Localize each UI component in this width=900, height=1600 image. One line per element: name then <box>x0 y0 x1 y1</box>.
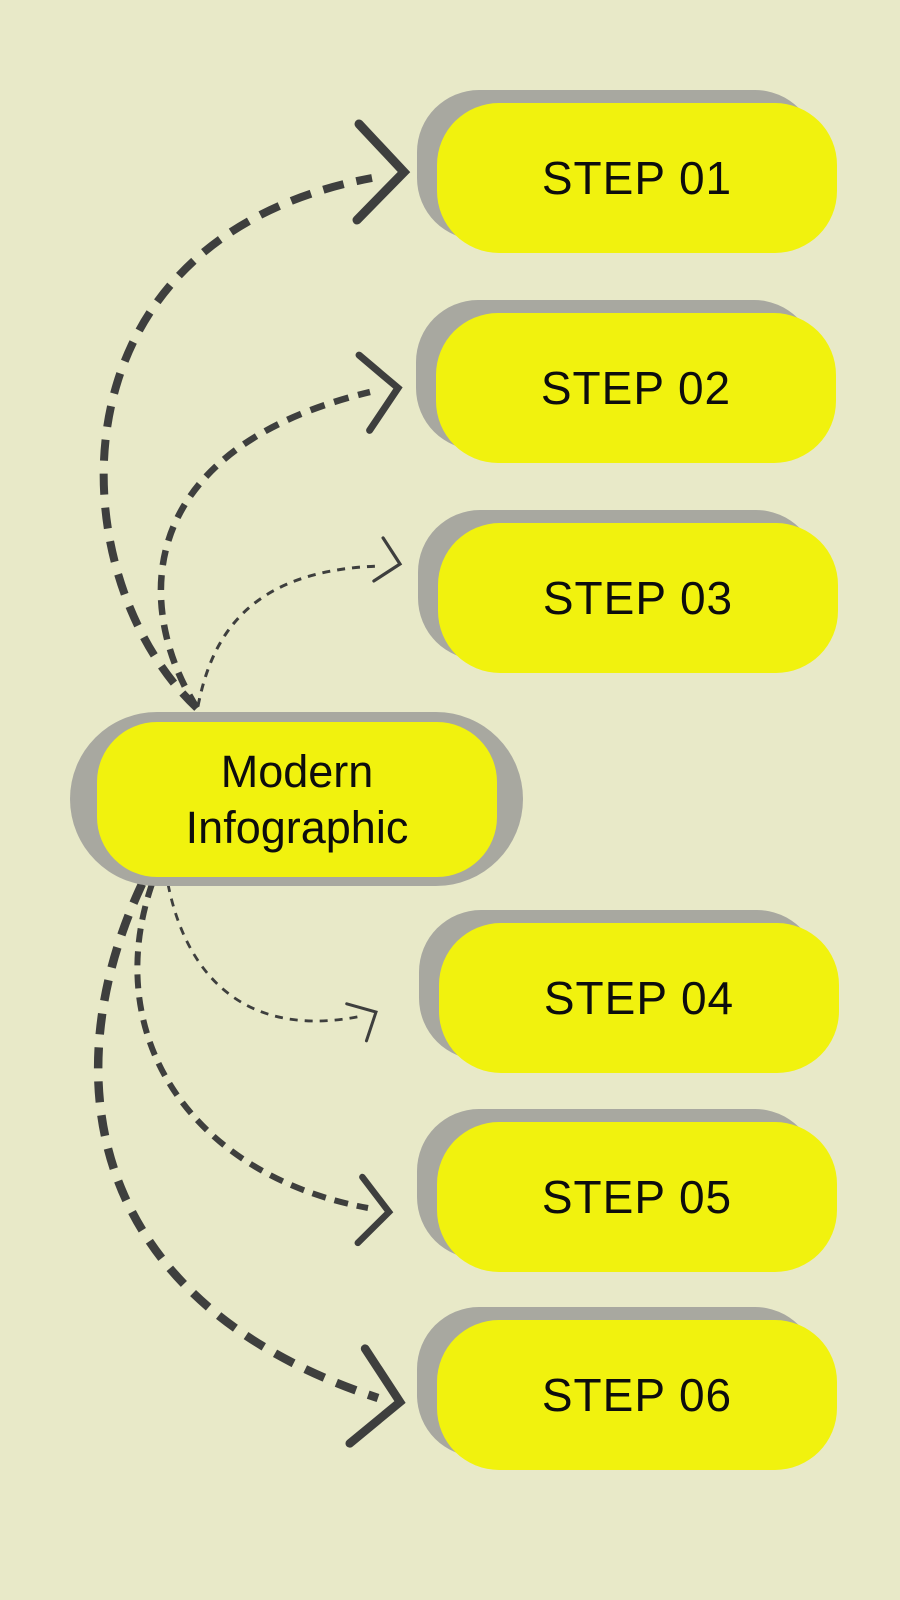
step-04-pill: STEP 04 <box>419 910 839 1073</box>
step-03-label: STEP 03 <box>542 572 734 624</box>
arrow-to-step-04 <box>166 883 378 1043</box>
arrow-to-step-05 <box>134 883 394 1247</box>
arrow-to-step-01 <box>99 119 411 711</box>
arrowhead-step-06 <box>345 1344 406 1448</box>
arrow-to-step-02 <box>157 351 403 710</box>
step-04-face: STEP 04 <box>439 923 839 1073</box>
arrow-to-step-03 <box>196 536 403 707</box>
arrow-to-step-06 <box>93 882 406 1448</box>
step-05-pill: STEP 05 <box>417 1109 837 1272</box>
arrowhead-step-01 <box>352 119 411 225</box>
step-05-face: STEP 05 <box>437 1122 837 1272</box>
step-01-pill: STEP 01 <box>417 90 837 253</box>
center-title-line2: Infographic <box>185 801 409 853</box>
center-node: Modern Infographic <box>70 712 523 886</box>
step-04-label: STEP 04 <box>543 972 735 1024</box>
arrowhead-step-04 <box>345 1002 378 1043</box>
step-01-face: STEP 01 <box>437 103 837 253</box>
step-01-label: STEP 01 <box>541 152 733 204</box>
step-02-pill: STEP 02 <box>416 300 836 463</box>
step-02-label: STEP 02 <box>540 362 732 414</box>
arrowhead-step-03 <box>372 536 403 583</box>
step-03-pill: STEP 03 <box>418 510 838 673</box>
step-06-face: STEP 06 <box>437 1320 837 1470</box>
center-node-face: Modern Infographic <box>97 722 497 877</box>
arrowhead-step-02 <box>355 351 403 434</box>
step-06-pill: STEP 06 <box>417 1307 837 1470</box>
step-06-label: STEP 06 <box>541 1369 733 1421</box>
step-05-label: STEP 05 <box>541 1171 733 1223</box>
step-03-face: STEP 03 <box>438 523 838 673</box>
center-title-line1: Modern <box>220 745 374 797</box>
arrowhead-step-05 <box>354 1173 394 1247</box>
step-02-face: STEP 02 <box>436 313 836 463</box>
